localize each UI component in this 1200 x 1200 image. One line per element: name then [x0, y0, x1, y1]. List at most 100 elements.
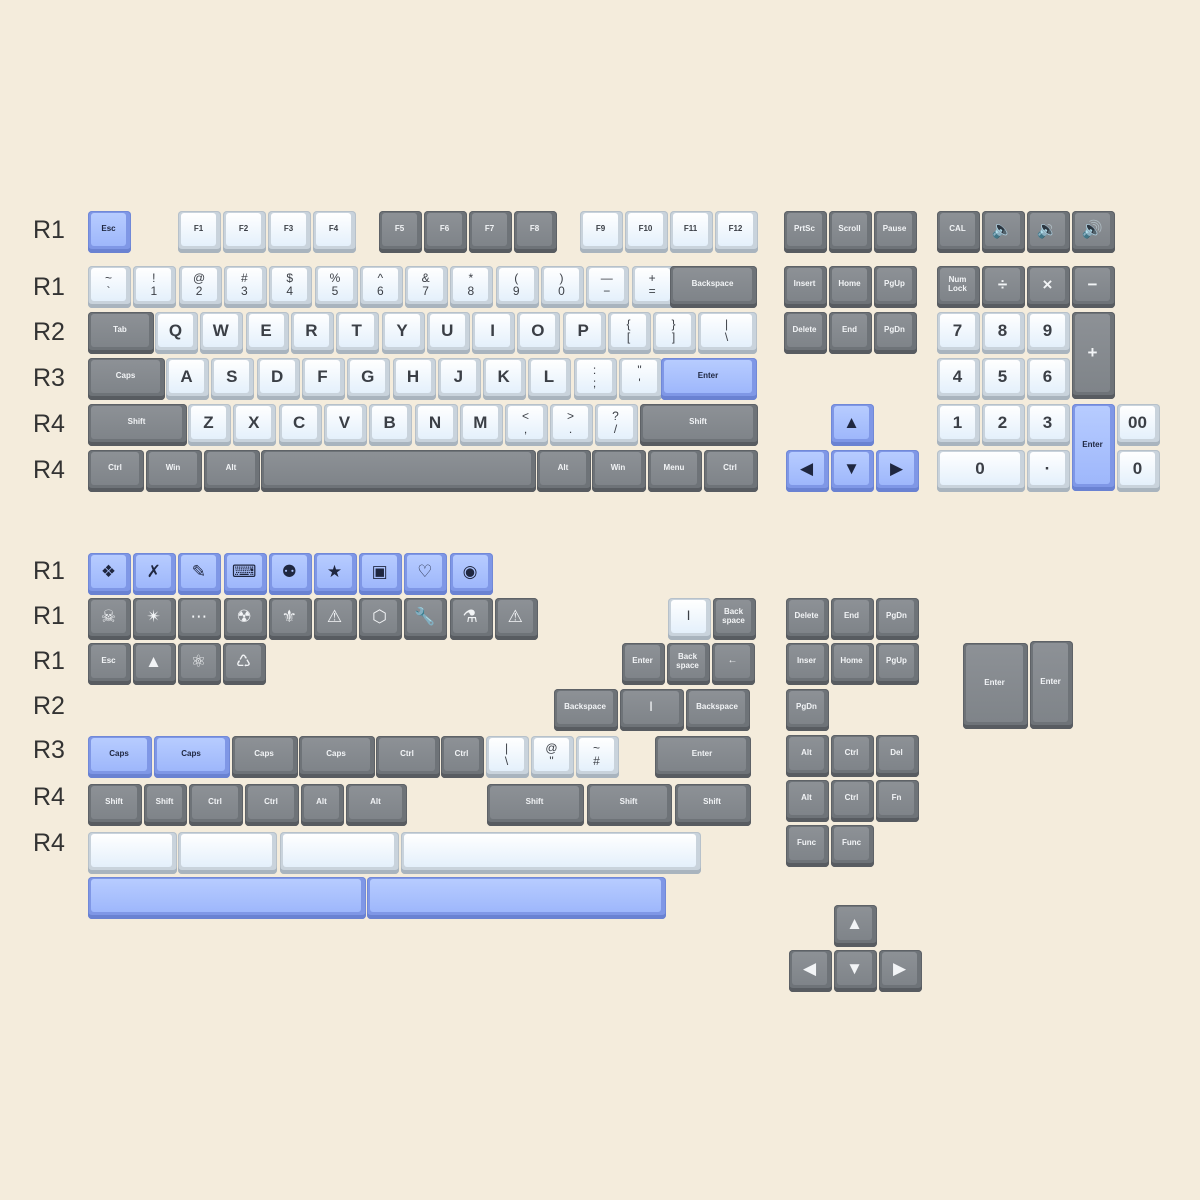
letter-key[interactable]: J: [437, 358, 481, 400]
func-key[interactable]: Func: [831, 825, 874, 867]
backspace-key[interactable]: Back space: [667, 643, 710, 685]
f-key[interactable]: F7: [469, 211, 512, 253]
letter-key[interactable]: N: [414, 404, 458, 446]
icon-key[interactable]: ⚗: [449, 598, 493, 640]
number-key[interactable]: ~`: [88, 266, 131, 308]
numpad-key[interactable]: 9: [1027, 312, 1070, 354]
esc-key[interactable]: Esc: [88, 643, 131, 685]
shift-key[interactable]: Shift: [487, 784, 584, 826]
arrow-icon[interactable]: ▼: [834, 950, 877, 992]
icon-key[interactable]: ⚉: [268, 553, 312, 595]
icon-key[interactable]: ✎: [178, 553, 222, 595]
nav-key[interactable]: Ctrl: [831, 735, 874, 777]
nav-key[interactable]: Home: [831, 643, 874, 685]
f-key[interactable]: F8: [514, 211, 557, 253]
f-key[interactable]: F6: [424, 211, 467, 253]
numpad-enter-key[interactable]: Enter: [1030, 641, 1073, 729]
letter-key[interactable]: S: [211, 358, 255, 400]
symbol-key[interactable]: }]: [653, 312, 696, 354]
nav-key[interactable]: Insert: [784, 266, 827, 308]
letter-key[interactable]: Y: [381, 312, 425, 354]
f-key[interactable]: F12: [715, 211, 758, 253]
tab-key[interactable]: Tab: [88, 312, 154, 354]
nav-key[interactable]: Alt: [786, 735, 829, 777]
letter-key[interactable]: P: [562, 312, 606, 354]
nav-key[interactable]: PgUp: [876, 643, 919, 685]
cal-key[interactable]: CAL: [937, 211, 980, 253]
spacebar[interactable]: [367, 877, 666, 919]
numpad-key[interactable]: 4: [937, 358, 980, 400]
esc-key[interactable]: Esc: [88, 211, 131, 253]
nav-key[interactable]: PrtSc: [784, 211, 827, 253]
number-key[interactable]: !1: [133, 266, 177, 308]
nav-key[interactable]: PgDn: [786, 689, 829, 731]
spacebar[interactable]: [261, 450, 536, 492]
icon-key[interactable]: ◉: [449, 553, 493, 595]
backspace-key[interactable]: Backspace: [686, 689, 750, 731]
letter-key[interactable]: F: [301, 358, 345, 400]
icon-key[interactable]: ⋯: [178, 598, 222, 640]
modifier-key[interactable]: Caps: [88, 736, 152, 778]
letter-key[interactable]: G: [347, 358, 391, 400]
number-key[interactable]: *8: [450, 266, 494, 308]
symbol-key[interactable]: <,: [505, 404, 548, 446]
f-key[interactable]: F5: [379, 211, 422, 253]
numpad-key[interactable]: 00: [1117, 404, 1160, 446]
modifier-key[interactable]: Win: [592, 450, 646, 492]
nav-key[interactable]: Scroll: [829, 211, 872, 253]
nav-key[interactable]: Pause: [874, 211, 917, 253]
modifier-key[interactable]: Ctrl: [376, 736, 440, 778]
number-key[interactable]: $4: [269, 266, 313, 308]
func-key[interactable]: Func: [786, 825, 829, 867]
icon-key[interactable]: ♡: [404, 553, 448, 595]
letter-key[interactable]: W: [200, 312, 244, 354]
nav-key[interactable]: Fn: [876, 780, 919, 822]
modifier-key[interactable]: Shift: [88, 784, 142, 826]
letter-key[interactable]: Q: [155, 312, 198, 354]
numpad-key[interactable]: 7: [937, 312, 980, 354]
letter-key[interactable]: B: [369, 404, 413, 446]
modifier-key[interactable]: Alt: [301, 784, 344, 826]
letter-key[interactable]: D: [256, 358, 300, 400]
modifier-key[interactable]: Caps: [232, 736, 298, 778]
numpad-key[interactable]: Num Lock: [937, 266, 980, 308]
symbol-key[interactable]: ~#: [576, 736, 619, 778]
nav-key[interactable]: End: [831, 598, 874, 640]
nav-key[interactable]: PgDn: [874, 312, 917, 354]
numpad-enter-key[interactable]: Enter: [1072, 404, 1115, 491]
f-key[interactable]: F10: [625, 211, 668, 253]
numpad-dot-key[interactable]: ·: [1027, 450, 1070, 492]
letter-key[interactable]: K: [483, 358, 527, 400]
nav-key[interactable]: Delete: [784, 312, 827, 354]
backspace-key[interactable]: Backspace: [670, 266, 757, 308]
number-key[interactable]: +=: [631, 266, 675, 308]
volume-icon[interactable]: 🔈: [982, 211, 1025, 253]
letter-key[interactable]: T: [336, 312, 380, 354]
icon-key[interactable]: ⬡: [359, 598, 403, 640]
icon-key[interactable]: 🔧: [404, 598, 448, 640]
f-key[interactable]: F4: [313, 211, 356, 253]
numpad-key[interactable]: 6: [1027, 358, 1070, 400]
caps-key[interactable]: Caps: [88, 358, 165, 400]
numpad-key[interactable]: 8: [982, 312, 1025, 354]
nav-key[interactable]: Delete: [786, 598, 829, 640]
modifier-key[interactable]: Caps: [299, 736, 375, 778]
backslash-key[interactable]: |\: [698, 312, 757, 354]
numpad-key[interactable]: ×: [1027, 266, 1070, 308]
number-key[interactable]: @2: [178, 266, 222, 308]
modifier-key[interactable]: Ctrl: [441, 736, 484, 778]
volume-icon[interactable]: 🔊: [1072, 211, 1115, 253]
numpad-key[interactable]: 0: [1117, 450, 1160, 492]
symbol-key[interactable]: :;: [574, 358, 617, 400]
letter-key[interactable]: H: [392, 358, 436, 400]
modifier-key[interactable]: Ctrl: [245, 784, 299, 826]
shift-key[interactable]: Shift: [587, 784, 672, 826]
icon-key[interactable]: ★: [314, 553, 357, 595]
spacebar[interactable]: [88, 877, 366, 919]
f-key[interactable]: F3: [268, 211, 311, 253]
numpad-key[interactable]: 1: [937, 404, 980, 446]
enter-key[interactable]: Enter: [661, 358, 757, 400]
modifier-key[interactable]: Alt: [204, 450, 260, 492]
numpad-key[interactable]: ÷: [982, 266, 1025, 308]
spacebar[interactable]: [178, 832, 277, 874]
